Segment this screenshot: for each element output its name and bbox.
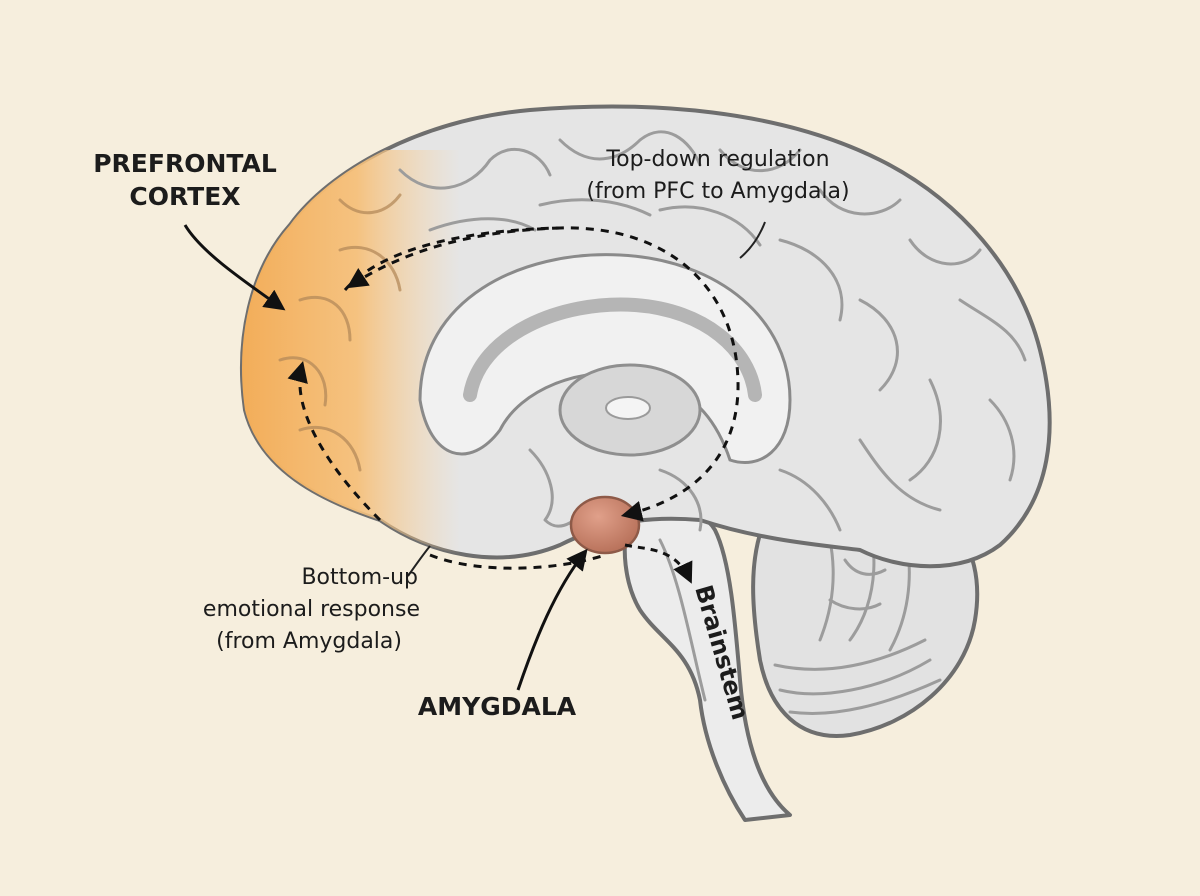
bottomup-label-line3: (from Amygdala) — [216, 629, 402, 654]
prefrontal-label-line1: PREFRONTAL — [93, 149, 277, 178]
bottom-up-path — [429, 553, 606, 570]
top-down-arrow-into-pfc — [346, 226, 561, 289]
corpus-callosum — [418, 253, 792, 464]
amygdala-to-brainstem-arrow — [624, 543, 693, 584]
bottomup-label-line1: Bottom-up — [301, 565, 418, 590]
topdown-leader-line — [739, 221, 766, 259]
pathway-arrows — [287, 226, 740, 584]
prefrontal-label-line2: CORTEX — [129, 182, 240, 211]
amygdala-label: AMYGDALA — [418, 692, 577, 721]
cerebrum — [240, 104, 1052, 569]
bottomup-label-line2: emotional response — [203, 597, 420, 622]
topdown-label-line1: Top-down regulation — [605, 147, 829, 172]
top-down-arrow-to-amygdala — [343, 226, 740, 522]
prefrontal-leader-arrow — [183, 224, 286, 311]
bottomup-leader-line — [407, 545, 431, 577]
amygdala-leader-arrow — [516, 548, 588, 691]
topdown-label-line2: (from PFC to Amygdala) — [586, 179, 849, 204]
cortex-folds — [278, 130, 1027, 532]
